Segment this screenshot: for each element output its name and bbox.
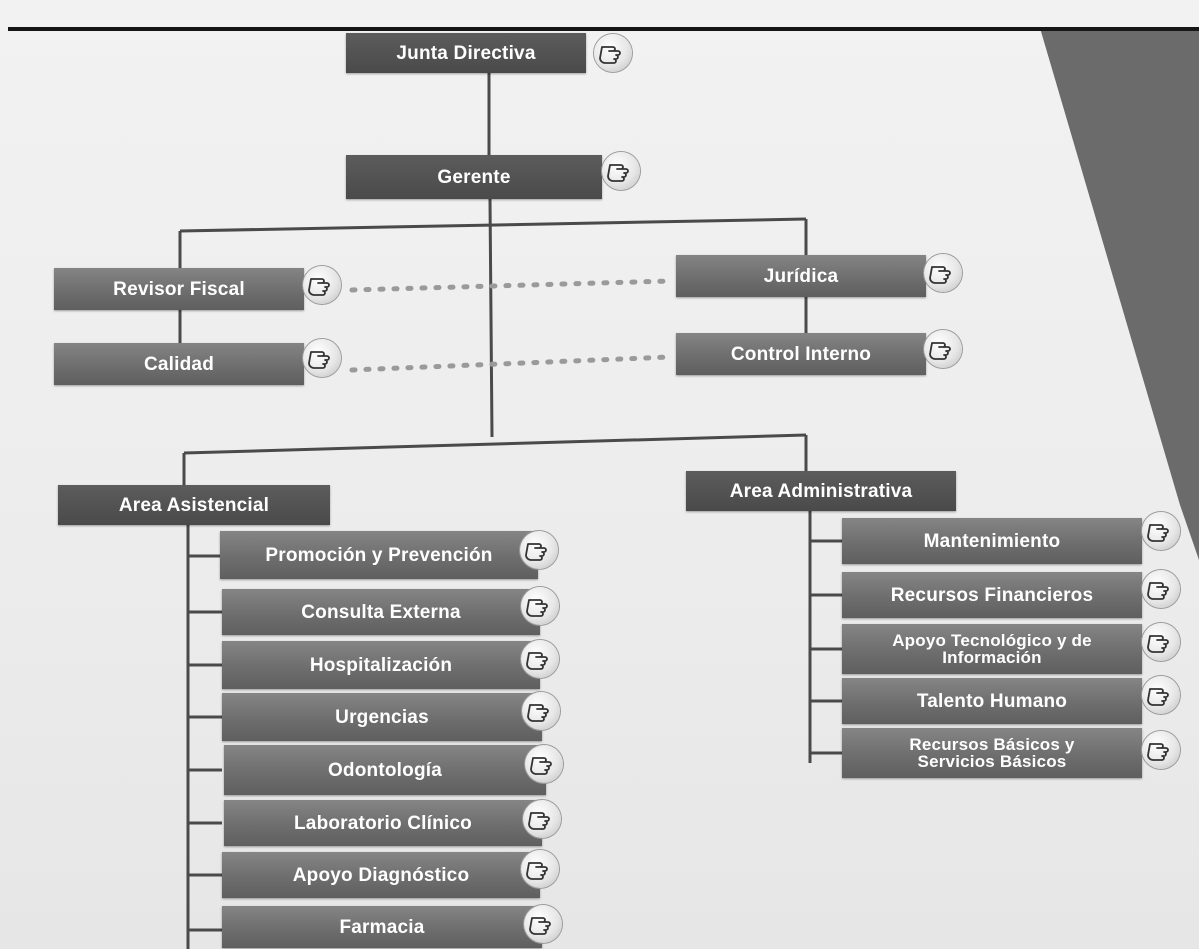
- pointing-hand-icon[interactable]: [303, 339, 341, 377]
- node-juridica[interactable]: Jurídica: [676, 255, 926, 297]
- node-label-text: Control Interno: [730, 343, 872, 365]
- pointing-hand-icon[interactable]: [521, 640, 559, 678]
- node-label-text: Gerente: [437, 166, 511, 188]
- node-label: Odontología: [328, 761, 442, 780]
- pointing-hand-icon[interactable]: [525, 745, 563, 783]
- node-promocion[interactable]: Promoción y Prevención: [220, 531, 538, 579]
- node-junta[interactable]: Junta Directiva: [346, 33, 586, 73]
- edge-lower-bracket: [183, 433, 807, 455]
- node-label-text: Mantenimiento: [923, 530, 1061, 552]
- pointing-hand-icon[interactable]: [522, 692, 560, 730]
- node-label: Apoyo Diagnóstico: [293, 866, 470, 885]
- node-administrativa[interactable]: Area Administrativa: [686, 471, 956, 511]
- node-revisor[interactable]: Revisor Fiscal: [54, 268, 304, 310]
- node-control[interactable]: Control Interno: [676, 333, 926, 375]
- node-label-text-line2: Servicios Básicos: [917, 752, 1067, 771]
- pointing-hand-icon[interactable]: [924, 254, 962, 292]
- node-label: Laboratorio Clínico: [294, 814, 472, 833]
- node-label: Control Interno: [731, 345, 871, 364]
- pointing-hand-icon[interactable]: [524, 905, 562, 943]
- node-label: Farmacia: [339, 918, 424, 937]
- node-label-text: Area Administrativa: [729, 480, 913, 502]
- node-laboratorio[interactable]: Laboratorio Clínico: [224, 800, 542, 846]
- edge-upper-bracket: [179, 217, 807, 233]
- pointing-hand-icon[interactable]: [1142, 570, 1180, 608]
- edge-gerente-trunk: [488, 198, 494, 438]
- node-gerente[interactable]: Gerente: [346, 155, 602, 199]
- node-mantenimiento[interactable]: Mantenimiento: [842, 518, 1142, 564]
- node-apoyo_diag[interactable]: Apoyo Diagnóstico: [222, 852, 540, 898]
- edge-dotted-calidad-control: [349, 354, 673, 373]
- node-calidad[interactable]: Calidad: [54, 343, 304, 385]
- node-urgencias[interactable]: Urgencias: [222, 693, 542, 741]
- node-farmacia[interactable]: Farmacia: [222, 906, 542, 948]
- node-label-text: Laboratorio Clínico: [294, 812, 472, 834]
- node-label: Hospitalización: [310, 656, 452, 675]
- node-label: Revisor Fiscal: [113, 280, 245, 299]
- node-label: Promoción y Prevención: [265, 546, 492, 565]
- pointing-hand-icon[interactable]: [521, 587, 559, 625]
- node-label-text: Odontología: [327, 759, 443, 781]
- node-label: Talento Humano: [917, 692, 1067, 711]
- node-label: Junta Directiva: [396, 44, 535, 63]
- pointing-hand-icon[interactable]: [1142, 731, 1180, 769]
- node-label-text: Junta Directiva: [396, 42, 536, 64]
- node-label-text: Jurídica: [763, 265, 839, 287]
- pointing-hand-icon[interactable]: [523, 800, 561, 838]
- node-label-text: Hospitalización: [309, 654, 453, 676]
- pointing-hand-icon[interactable]: [924, 330, 962, 368]
- node-label-text: Recursos Básicos y: [909, 735, 1075, 754]
- node-label-text: Apoyo Diagnóstico: [292, 864, 470, 886]
- node-label-text: Promoción y Prevención: [265, 544, 493, 566]
- node-label: Gerente: [437, 168, 510, 187]
- pointing-hand-icon[interactable]: [1142, 512, 1180, 550]
- node-talento[interactable]: Talento Humano: [842, 678, 1142, 724]
- node-label-text-line2: Información: [942, 648, 1042, 667]
- pointing-hand-icon[interactable]: [1142, 676, 1180, 714]
- node-label-text: Apoyo Tecnológico y de: [892, 631, 1092, 650]
- pointing-hand-icon[interactable]: [1142, 623, 1180, 661]
- node-label: Area Asistencial: [119, 496, 269, 515]
- node-label-text: Farmacia: [339, 916, 425, 938]
- node-label-text: Calidad: [143, 353, 215, 375]
- node-consulta[interactable]: Consulta Externa: [222, 589, 540, 635]
- node-label-text: Area Asistencial: [118, 494, 270, 516]
- pointing-hand-icon[interactable]: [594, 34, 632, 72]
- node-label: Calidad: [144, 355, 214, 374]
- node-rec_fin[interactable]: Recursos Financieros: [842, 572, 1142, 618]
- pointing-hand-icon[interactable]: [521, 850, 559, 888]
- node-hospitalizacion[interactable]: Hospitalización: [222, 641, 540, 689]
- node-label-text: Urgencias: [335, 706, 429, 728]
- node-odontologia[interactable]: Odontología: [224, 745, 546, 795]
- node-label: Recursos Financieros: [891, 586, 1094, 605]
- node-label-text: Talento Humano: [916, 690, 1068, 712]
- pointing-hand-icon[interactable]: [520, 531, 558, 569]
- top-rule: [8, 27, 1199, 31]
- node-label: Area Administrativa: [730, 482, 913, 501]
- node-label: Mantenimiento: [924, 532, 1061, 551]
- node-label: Jurídica: [764, 267, 838, 286]
- node-label-text: Consulta Externa: [301, 601, 461, 623]
- pointing-hand-icon[interactable]: [602, 152, 640, 190]
- edge-dotted-revisor-juridica: [349, 278, 673, 293]
- pointing-hand-icon[interactable]: [303, 266, 341, 304]
- node-label: Consulta Externa: [301, 603, 460, 622]
- node-label-text: Revisor Fiscal: [113, 278, 245, 300]
- node-label: Urgencias: [335, 708, 429, 727]
- node-asistencial[interactable]: Area Asistencial: [58, 485, 330, 525]
- node-label-text: Recursos Financieros: [890, 584, 1094, 606]
